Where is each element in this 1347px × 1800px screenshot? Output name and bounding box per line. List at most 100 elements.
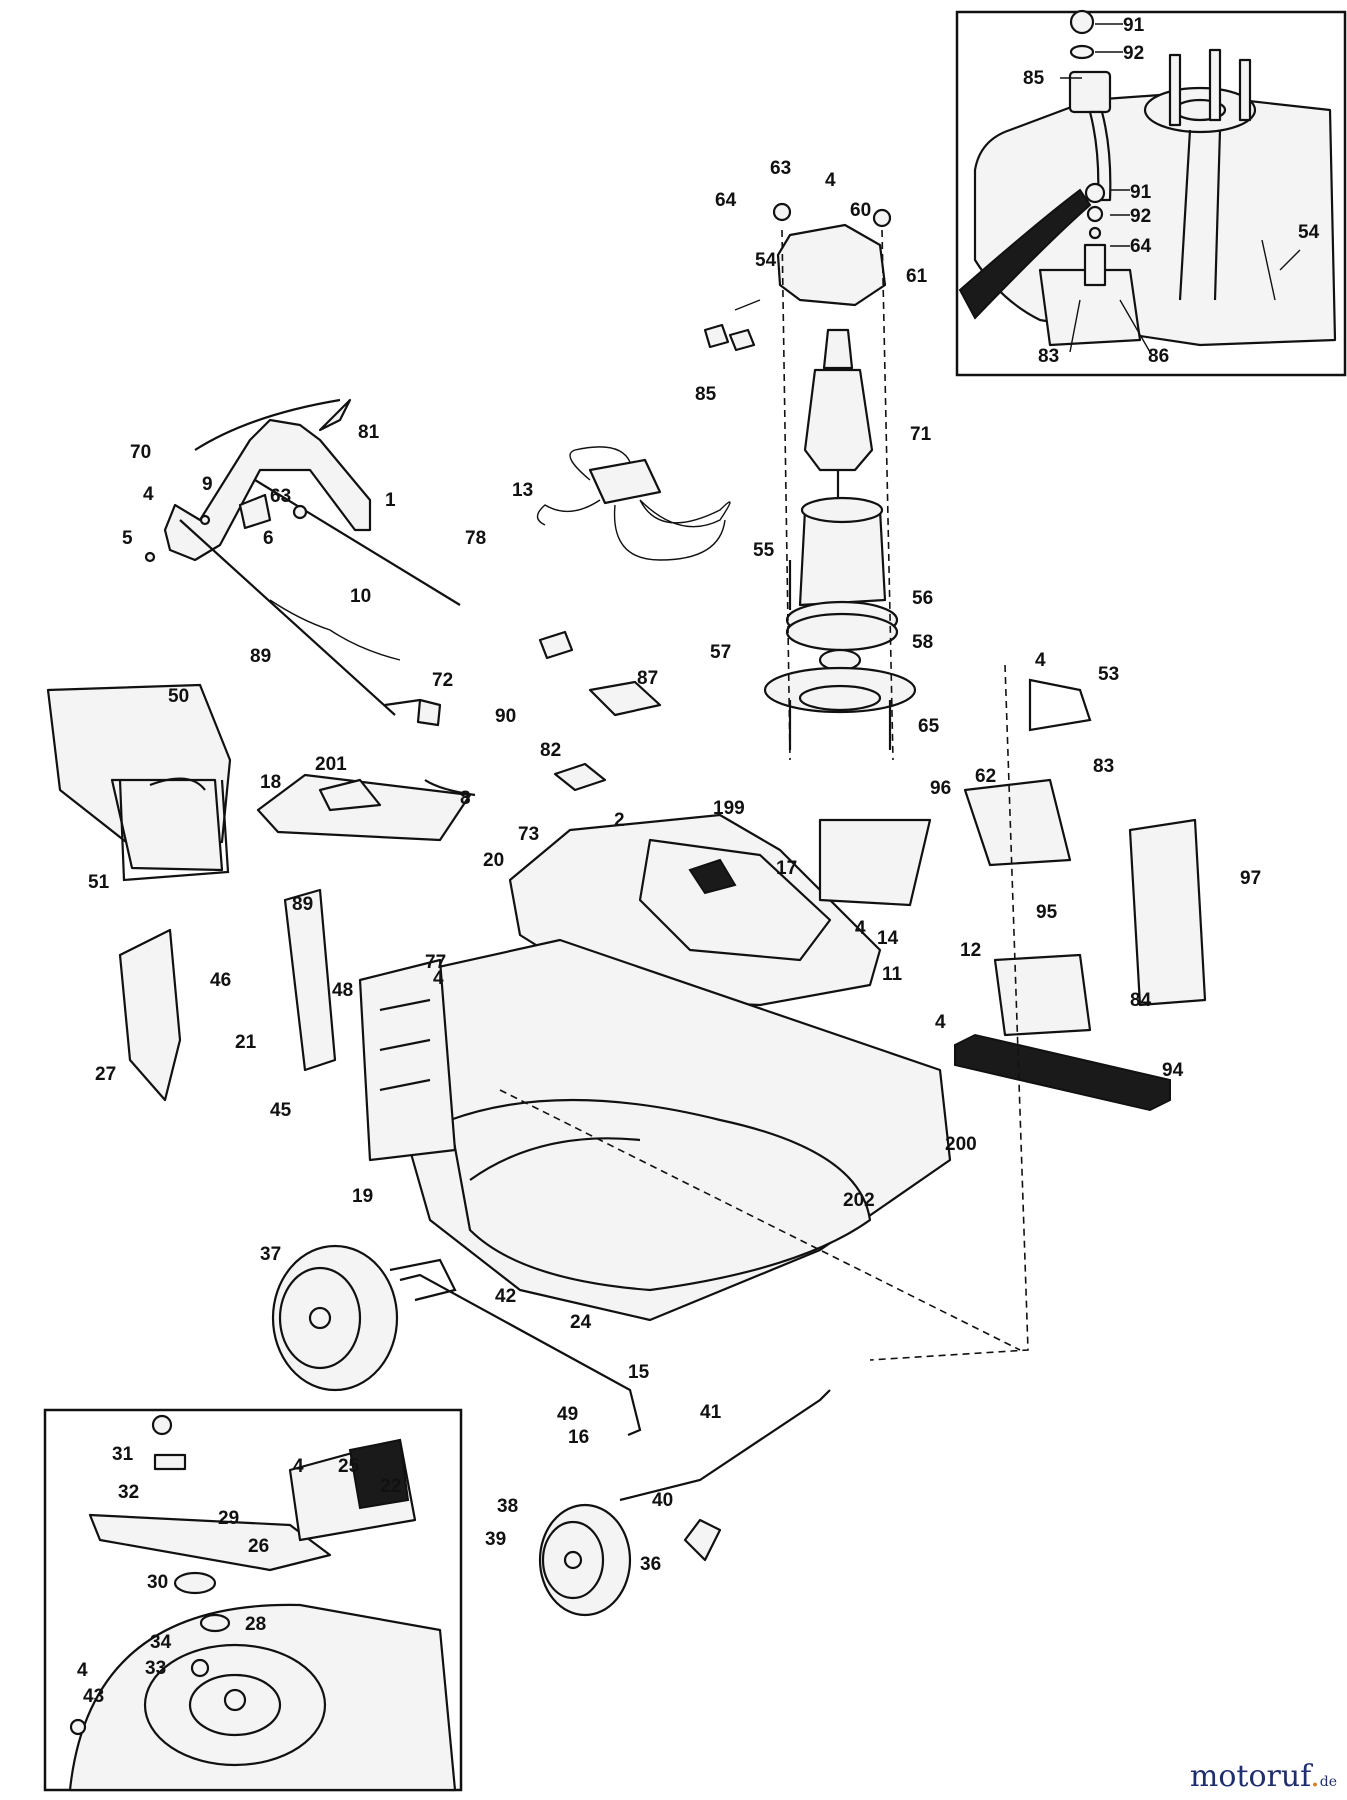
callout-54: 54: [755, 250, 777, 271]
callout-8: 8: [460, 788, 471, 809]
callout-10: 10: [350, 586, 371, 607]
rear-wheel: [271, 1244, 399, 1392]
inset-brush-detail: [955, 9, 1347, 377]
callout-53: 53: [1098, 664, 1119, 685]
callout-92: 92: [1123, 43, 1144, 64]
callout-78: 78: [465, 528, 486, 549]
callout-16: 16: [568, 1427, 589, 1448]
callout-201: 201: [315, 754, 347, 775]
callout-83: 83: [1038, 346, 1059, 367]
callout-61: 61: [906, 266, 928, 287]
callout-91: 91: [1130, 182, 1152, 203]
callout-31: 31: [112, 1444, 134, 1465]
callout-82: 82: [540, 740, 561, 761]
callout-32: 32: [118, 1482, 139, 1503]
callout-24: 24: [570, 1312, 592, 1333]
side-deflector: [118, 928, 182, 1102]
callout-4: 4: [825, 170, 836, 191]
callout-202: 202: [843, 1190, 875, 1211]
callout-30: 30: [147, 1572, 168, 1593]
guide-lines: [499, 664, 1029, 1361]
callout-72: 72: [432, 670, 453, 691]
callout-39: 39: [485, 1529, 506, 1550]
callout-62: 62: [975, 766, 996, 787]
callout-95: 95: [1036, 902, 1058, 923]
rear-chute: [283, 888, 457, 1162]
callout-84: 84: [1130, 990, 1152, 1011]
callout-18: 18: [260, 772, 281, 793]
callout-71: 71: [910, 424, 932, 445]
callout-1: 1: [385, 490, 396, 511]
callout-81: 81: [358, 422, 380, 443]
callout-89: 89: [292, 894, 313, 915]
callout-64: 64: [1130, 236, 1152, 257]
callout-56: 56: [912, 588, 933, 609]
motor-assembly: [703, 202, 917, 761]
callout-87: 87: [637, 668, 658, 689]
callout-5: 5: [122, 528, 133, 549]
callout-58: 58: [912, 632, 933, 653]
callout-41: 41: [700, 1402, 722, 1423]
callout-11: 11: [882, 964, 903, 985]
callout-46: 46: [210, 970, 231, 991]
callout-65: 65: [918, 716, 940, 737]
callout-22: 22: [380, 1476, 401, 1497]
callout-57: 57: [710, 642, 731, 663]
callout-28: 28: [245, 1614, 266, 1635]
inset-blade-detail: [43, 1408, 463, 1792]
callout-27: 27: [95, 1064, 116, 1085]
callout-64: 64: [715, 190, 737, 211]
callout-89: 89: [250, 646, 271, 667]
callout-4: 4: [935, 1012, 946, 1033]
callout-4: 4: [77, 1660, 88, 1681]
callout-17: 17: [776, 858, 797, 879]
battery-pack: [818, 678, 1207, 1037]
callout-4: 4: [293, 1456, 304, 1477]
callout-86: 86: [1148, 346, 1169, 367]
callout-4: 4: [143, 484, 154, 505]
callout-92: 92: [1130, 206, 1151, 227]
mower-deck: [378, 938, 952, 1322]
callout-14: 14: [877, 928, 899, 949]
battery-charger: [536, 446, 731, 561]
callout-43: 43: [83, 1686, 104, 1707]
callout-96: 96: [930, 778, 951, 799]
callout-199: 199: [713, 798, 745, 819]
callout-91: 91: [1123, 15, 1145, 36]
callout-26: 26: [248, 1536, 269, 1557]
callout-21: 21: [235, 1032, 257, 1053]
callout-2: 2: [614, 810, 625, 831]
callout-200: 200: [945, 1134, 977, 1155]
watermark-name: motoruf: [1189, 1759, 1311, 1794]
callout-6: 6: [263, 528, 274, 549]
callout-19: 19: [352, 1186, 373, 1207]
callout-36: 36: [640, 1554, 661, 1575]
callout-13: 13: [512, 480, 533, 501]
callout-33: 33: [145, 1658, 166, 1679]
axles: [389, 1258, 831, 1562]
callout-38: 38: [497, 1496, 518, 1517]
callout-34: 34: [150, 1632, 172, 1653]
rear-flap: [256, 773, 472, 842]
callout-73: 73: [518, 824, 539, 845]
callout-labels: 91 92 85 91 92 64 54 83 86 63 4 64 60 54…: [77, 15, 1320, 1707]
callout-42: 42: [495, 1286, 516, 1307]
callout-40: 40: [652, 1490, 673, 1511]
callout-4: 4: [1035, 650, 1046, 671]
callout-97: 97: [1240, 868, 1261, 889]
callout-83: 83: [1093, 756, 1114, 777]
callout-25: 25: [338, 1456, 360, 1477]
callout-12: 12: [960, 940, 981, 961]
callout-77: 77: [425, 952, 446, 973]
callout-4: 4: [433, 968, 444, 989]
spring: [954, 1033, 1171, 1112]
callout-15: 15: [628, 1362, 650, 1383]
callout-85: 85: [695, 384, 717, 405]
callout-60: 60: [850, 200, 871, 221]
callout-4: 4: [855, 918, 866, 939]
grass-bag: [46, 683, 232, 882]
callout-9: 9: [202, 474, 213, 495]
callout-63: 63: [270, 486, 291, 507]
callout-63: 63: [770, 158, 791, 179]
